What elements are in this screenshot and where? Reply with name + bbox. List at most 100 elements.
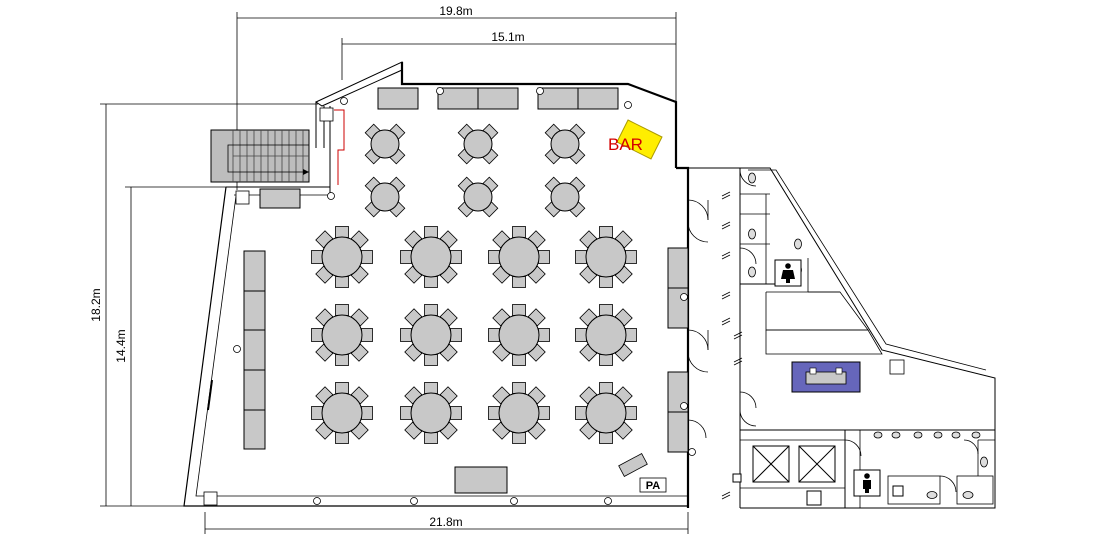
chair bbox=[575, 250, 587, 264]
chair bbox=[450, 250, 462, 264]
elevators bbox=[732, 445, 904, 506]
doors bbox=[687, 169, 979, 493]
staircase bbox=[210, 129, 310, 183]
round-table-large bbox=[311, 304, 373, 366]
dimension-top-inner: 15.1m bbox=[491, 30, 524, 44]
chair bbox=[538, 328, 550, 342]
chair bbox=[599, 304, 613, 316]
chair bbox=[450, 328, 462, 342]
bar-area: BAR bbox=[608, 119, 663, 160]
accent-line bbox=[334, 109, 345, 185]
person-restroom-icon bbox=[853, 469, 881, 497]
table-top bbox=[370, 129, 400, 159]
chair bbox=[335, 304, 349, 316]
chair bbox=[599, 354, 613, 366]
round-table-large bbox=[400, 304, 462, 366]
chair bbox=[361, 406, 373, 420]
corridor-marks bbox=[721, 191, 743, 500]
chair bbox=[361, 328, 373, 342]
chair bbox=[424, 276, 438, 288]
round-table-large bbox=[488, 382, 550, 444]
table-top bbox=[585, 236, 627, 278]
service-block bbox=[688, 167, 996, 509]
pa-area: PA bbox=[618, 453, 667, 493]
chair bbox=[575, 328, 587, 342]
chair bbox=[361, 250, 373, 264]
chair bbox=[512, 304, 526, 316]
chair bbox=[424, 304, 438, 316]
dimension-top-outer: 19.8m bbox=[439, 4, 472, 18]
chair bbox=[599, 226, 613, 238]
pa-label: PA bbox=[646, 480, 661, 492]
chair bbox=[599, 432, 613, 444]
chair bbox=[625, 328, 637, 342]
tables-layer bbox=[311, 123, 637, 444]
table-top bbox=[585, 314, 627, 356]
chair bbox=[424, 226, 438, 238]
chair bbox=[335, 354, 349, 366]
chair bbox=[512, 354, 526, 366]
round-table-large bbox=[575, 226, 637, 288]
chair bbox=[424, 354, 438, 366]
round-table-large bbox=[400, 226, 462, 288]
table-top bbox=[321, 392, 363, 434]
chair bbox=[400, 250, 412, 264]
table-top bbox=[370, 182, 400, 212]
round-table-large bbox=[488, 304, 550, 366]
round-table-large bbox=[311, 382, 373, 444]
chair bbox=[512, 432, 526, 444]
chair bbox=[599, 276, 613, 288]
chair bbox=[424, 382, 438, 394]
chair bbox=[424, 432, 438, 444]
chair bbox=[488, 406, 500, 420]
chair bbox=[335, 432, 349, 444]
table-top bbox=[321, 236, 363, 278]
round-table-large bbox=[488, 226, 550, 288]
table-top bbox=[410, 392, 452, 434]
chair bbox=[335, 276, 349, 288]
chair bbox=[335, 382, 349, 394]
toilet-fixtures bbox=[748, 172, 988, 499]
reception-desk bbox=[791, 359, 905, 393]
chair bbox=[488, 250, 500, 264]
chair bbox=[575, 406, 587, 420]
table-top bbox=[463, 129, 493, 159]
round-table-small bbox=[364, 176, 406, 218]
chair bbox=[599, 382, 613, 394]
table-top bbox=[498, 314, 540, 356]
chair bbox=[400, 328, 412, 342]
round-table-large bbox=[575, 304, 637, 366]
dimension-bottom: 21.8m bbox=[429, 515, 462, 529]
dimension-lines bbox=[100, 12, 689, 534]
chair bbox=[450, 406, 462, 420]
bar-label: BAR bbox=[608, 135, 643, 154]
round-table-large bbox=[575, 382, 637, 444]
round-table-small bbox=[544, 176, 586, 218]
round-table-small bbox=[364, 123, 406, 165]
table-top bbox=[463, 182, 493, 212]
dimension-left-inner: 14.4m bbox=[114, 329, 128, 362]
chair bbox=[512, 276, 526, 288]
round-table-large bbox=[400, 382, 462, 444]
chair bbox=[625, 406, 637, 420]
table-top bbox=[585, 392, 627, 434]
chair bbox=[512, 382, 526, 394]
table-top bbox=[550, 129, 580, 159]
table-top bbox=[410, 314, 452, 356]
round-table-small bbox=[457, 176, 499, 218]
person-restroom-icon bbox=[774, 259, 802, 287]
table-top bbox=[410, 236, 452, 278]
round-table-large bbox=[311, 226, 373, 288]
power-outlets bbox=[233, 87, 696, 505]
chair bbox=[335, 226, 349, 238]
wall-counters bbox=[243, 87, 689, 494]
wall-columns bbox=[203, 107, 334, 506]
chair bbox=[512, 226, 526, 238]
table-top bbox=[550, 182, 580, 212]
table-top bbox=[498, 392, 540, 434]
chair bbox=[311, 406, 323, 420]
chair bbox=[625, 250, 637, 264]
chair bbox=[538, 406, 550, 420]
chair bbox=[311, 250, 323, 264]
